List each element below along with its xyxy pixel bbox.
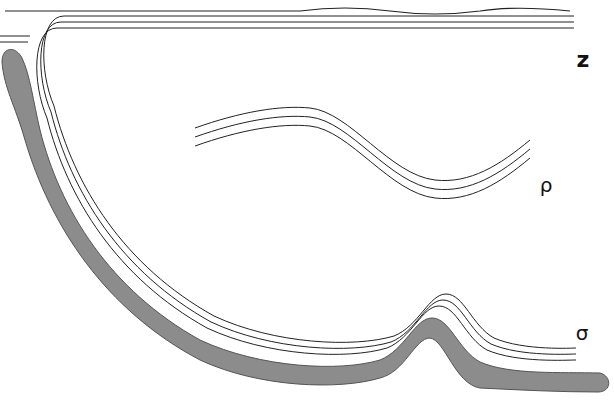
sigma-lines	[0, 16, 576, 360]
rho-lines	[195, 107, 530, 198]
axis-label-rho: ρ	[540, 175, 553, 195]
sea-surface	[5, 8, 570, 14]
axis-label-z: z	[577, 49, 590, 71]
axis-label-sigma: σ	[576, 323, 589, 343]
